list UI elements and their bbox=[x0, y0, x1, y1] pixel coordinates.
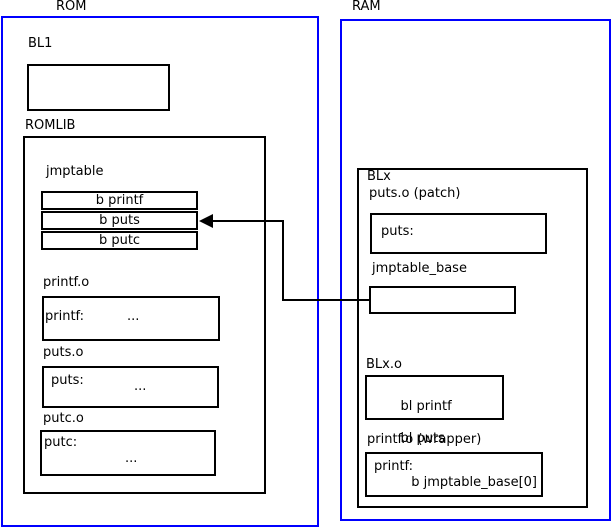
arrow-segment-horizontal-upper bbox=[211, 220, 283, 222]
jmptable-base-box bbox=[369, 286, 516, 314]
arrow-segment-vertical bbox=[282, 220, 284, 300]
jmptable-base-label: jmptable_base bbox=[372, 261, 467, 276]
blx-label: BLx bbox=[367, 169, 391, 184]
printf-wrapper-label: printf.o (wrapper) bbox=[367, 432, 482, 447]
puts-patch-symbol: puts: bbox=[381, 224, 414, 239]
puts-o-body: ... bbox=[134, 379, 147, 394]
jmptable-row-putc: b putc bbox=[41, 231, 198, 250]
blx-o-line-bl-puts: bl puts bbox=[400, 431, 445, 446]
printf-wrapper-symbol: printf: bbox=[374, 459, 414, 474]
jmptable-label: jmptable bbox=[46, 164, 104, 179]
jmptable-row-puts: b puts bbox=[41, 211, 198, 230]
rom-region-title: ROM bbox=[56, 0, 87, 14]
bl1-box bbox=[27, 64, 170, 111]
printf-o-label: printf.o bbox=[43, 275, 90, 290]
puts-patch-box: puts: bbox=[370, 213, 547, 254]
puts-o-box: puts: ... bbox=[42, 366, 219, 408]
jmptable-row-printf: b printf bbox=[41, 191, 198, 210]
printf-o-body: ... bbox=[127, 309, 140, 324]
jmptable-box: b printf b puts b putc bbox=[41, 191, 198, 251]
rom-region-box bbox=[1, 16, 319, 527]
printf-o-box: printf: ... bbox=[42, 296, 220, 341]
putc-o-body: ... bbox=[125, 451, 138, 466]
arrowhead-left-icon bbox=[199, 214, 213, 228]
putc-o-symbol: putc: bbox=[44, 435, 78, 450]
bl1-label: BL1 bbox=[28, 36, 53, 51]
putc-o-label: putc.o bbox=[43, 411, 84, 426]
arrow-segment-horizontal-lower bbox=[282, 299, 370, 301]
romlib-label: ROMLIB bbox=[25, 118, 76, 133]
putc-o-box: putc: ... bbox=[40, 430, 216, 476]
ram-region-title: RAM bbox=[352, 0, 381, 14]
blx-o-line-bl-printf: bl printf bbox=[400, 399, 452, 414]
blx-o-label: BLx.o bbox=[366, 357, 402, 372]
puts-o-symbol: puts: bbox=[51, 373, 84, 388]
printf-wrapper-box: printf: b jmptable_base[0] bbox=[365, 452, 543, 497]
blx-o-box: bl printf bl puts bbox=[365, 375, 504, 446]
puts-patch-label: puts.o (patch) bbox=[369, 186, 461, 201]
printf-wrapper-instruction: b jmptable_base[0] bbox=[411, 475, 537, 490]
printf-o-symbol: printf: bbox=[45, 309, 85, 324]
ram-region-box bbox=[340, 19, 611, 521]
puts-o-label: puts.o bbox=[43, 345, 84, 360]
